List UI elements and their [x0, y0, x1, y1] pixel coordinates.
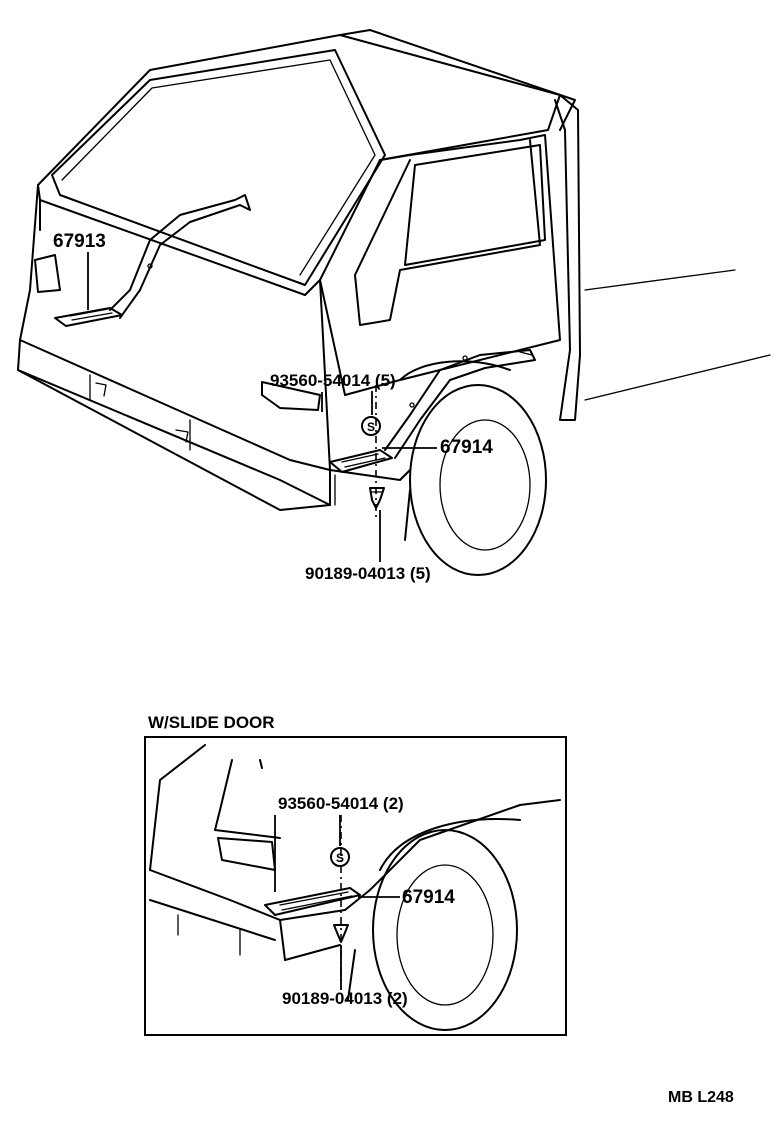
diagram-code: MB L248	[668, 1089, 734, 1106]
inset-scuff-plate-67914	[264, 887, 361, 916]
part-number-67914-inset: 67914	[402, 887, 455, 908]
seal-letter-main: S	[367, 420, 375, 434]
part-number-67913: 67913	[53, 231, 106, 252]
part-number-90189-main: 90189-04013 (5)	[305, 564, 431, 583]
inset-van-outline	[149, 744, 561, 1031]
part-number-93560-inset: 93560-54014 (2)	[278, 794, 404, 813]
fastener-set-main	[361, 385, 385, 520]
seal-letter-inset: S	[336, 851, 344, 865]
part-number-93560-main: 93560-54014 (5)	[270, 371, 396, 390]
inset-title: W/SLIDE DOOR	[148, 713, 275, 732]
part-number-90189-inset: 90189-04013 (2)	[282, 989, 408, 1008]
scuff-plate-67913	[54, 194, 251, 327]
scuff-plate-67914	[329, 349, 536, 473]
van-body-outline	[17, 29, 771, 576]
part-number-67914-main: 67914	[440, 437, 493, 458]
inset-frame	[144, 736, 567, 1036]
